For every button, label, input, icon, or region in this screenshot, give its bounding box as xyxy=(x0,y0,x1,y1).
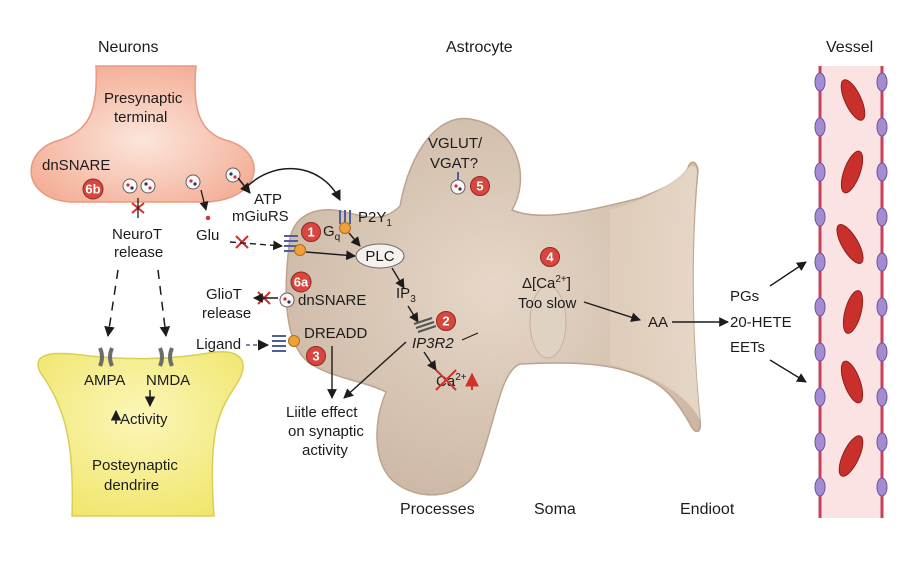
header-astrocyte: Astrocyte xyxy=(446,39,513,56)
little-effect-label-2: on synaptic xyxy=(288,423,364,440)
ip3-effect-arrow xyxy=(343,341,407,399)
ligand-label: Ligand xyxy=(196,336,241,353)
glu-block-x-icon xyxy=(235,235,249,249)
neurot-block-x-icon xyxy=(131,198,145,218)
atp-label: ATP xyxy=(254,191,282,208)
svg-text:6b: 6b xyxy=(85,182,100,197)
ip3r2-receptor-icon xyxy=(413,317,437,333)
vglut-label-1: VGLUT/ xyxy=(428,135,483,152)
little-effect-label-1: Liitle effect xyxy=(286,404,358,421)
ip3r2-to-ca-arrow xyxy=(423,351,437,371)
svg-text:4: 4 xyxy=(546,250,554,265)
neurot-release-arrows xyxy=(104,269,171,338)
svg-text:2: 2 xyxy=(442,314,449,329)
badge-5: 5 xyxy=(470,176,490,196)
badge-4: 4 xyxy=(540,247,560,267)
presynaptic-label-2: terminal xyxy=(114,109,167,126)
too-slow-label: Too slow xyxy=(518,295,577,312)
pgs-label: PGs xyxy=(730,288,759,305)
astro-dnsnare-label: dnSNARE xyxy=(298,292,366,309)
activity-label: Activity xyxy=(120,411,168,428)
plc-node xyxy=(355,243,405,269)
plc-label: PLC xyxy=(365,248,394,265)
glu-molecule-icon xyxy=(205,215,211,221)
svg-text:5: 5 xyxy=(476,179,483,194)
svg-text:3: 3 xyxy=(312,349,319,364)
badge-6a: 6a xyxy=(290,271,312,293)
dreadd-receptor-icon xyxy=(272,335,286,352)
atp-arrow xyxy=(243,168,341,201)
endfoot-label: Endioot xyxy=(680,501,735,518)
badge-3: 3 xyxy=(306,346,326,366)
header-neurons: Neurons xyxy=(98,39,158,56)
gq-label: Gq xyxy=(323,223,340,243)
hete-label: 20-HETE xyxy=(730,314,792,331)
gliot-label-2: release xyxy=(202,305,251,322)
glu-release-arrow xyxy=(199,189,209,211)
nmda-receptor-icon xyxy=(158,347,174,367)
svg-text:1: 1 xyxy=(307,225,314,240)
ip3r2-label: IP3R2 xyxy=(412,335,454,352)
mglurs-label: mGiuRS xyxy=(232,208,289,225)
ca-to-aa-arrow xyxy=(583,301,641,322)
header-vessel: Vessel xyxy=(826,39,873,56)
delta-ca-label: Δ[Ca2+] xyxy=(522,274,571,292)
astrocyte-endfoot xyxy=(610,165,700,420)
gliot-label-1: GlioT xyxy=(206,286,242,303)
glu-to-mglur-arrow xyxy=(229,240,283,251)
ip3-label: IP3 xyxy=(396,285,416,305)
neurot-label-2: release xyxy=(114,244,163,261)
ca-block-x-icon xyxy=(435,369,457,391)
badge-1: 1 xyxy=(301,222,321,242)
little-effect-label-3: activity xyxy=(302,442,348,459)
postsynaptic-label-1: Posteynaptic xyxy=(92,457,178,474)
eets-label: EETs xyxy=(730,339,765,356)
svg-text:6a: 6a xyxy=(294,275,309,290)
neurot-label-1: NeuroT xyxy=(112,226,162,243)
metabolites-to-vessel-arrow-down xyxy=(769,359,807,383)
vglut-vesicle-icon xyxy=(450,172,466,195)
metabolites-to-vessel-arrow-up xyxy=(769,261,807,287)
dreadd-gq-protein-icon xyxy=(288,335,300,347)
glu-label: Glu xyxy=(196,227,219,244)
soma-label: Soma xyxy=(534,501,576,518)
aa-label: AA xyxy=(648,314,668,331)
postsynaptic-label-2: dendrire xyxy=(104,477,159,494)
endothelial-cells xyxy=(814,72,888,497)
astrocyte-soma-nucleus xyxy=(529,285,567,359)
presynaptic-vesicles xyxy=(122,167,241,194)
ampa-receptor-icon xyxy=(98,347,114,367)
badge-2: 2 xyxy=(436,311,456,331)
mglur-gq-protein-icon xyxy=(294,244,306,256)
p2y1-label: P2Y1 xyxy=(358,209,392,229)
nmda-label: NMDA xyxy=(146,372,190,389)
ip3-to-ip3r2-arrow xyxy=(407,305,419,323)
p2y1-receptor-icon xyxy=(339,210,351,224)
p2y1-to-plc-arrow xyxy=(348,232,361,247)
ip3r2-inhibit-mark xyxy=(461,332,479,341)
badge-6b: 6b xyxy=(82,178,104,200)
presynaptic-label-1: Presynaptic xyxy=(104,90,183,107)
vesicle-to-atp-arrow xyxy=(237,177,251,194)
processes-label: Processes xyxy=(400,501,475,518)
p2y1-gq-protein-icon xyxy=(339,222,351,234)
mglur-to-plc-arrow xyxy=(305,250,356,261)
dreadd-label: DREADD xyxy=(304,325,368,342)
postsynaptic-dendrite xyxy=(37,351,244,517)
red-blood-cells xyxy=(836,79,866,477)
plc-to-ip3-arrow xyxy=(391,267,405,289)
ampa-label: AMPA xyxy=(84,372,125,389)
astro-vesicle-icon xyxy=(279,292,295,308)
vglut-label-2: VGAT? xyxy=(430,155,478,172)
neuron-dnsnare-label: dnSNARE xyxy=(42,157,110,174)
mglur-receptor-icon xyxy=(284,235,298,252)
